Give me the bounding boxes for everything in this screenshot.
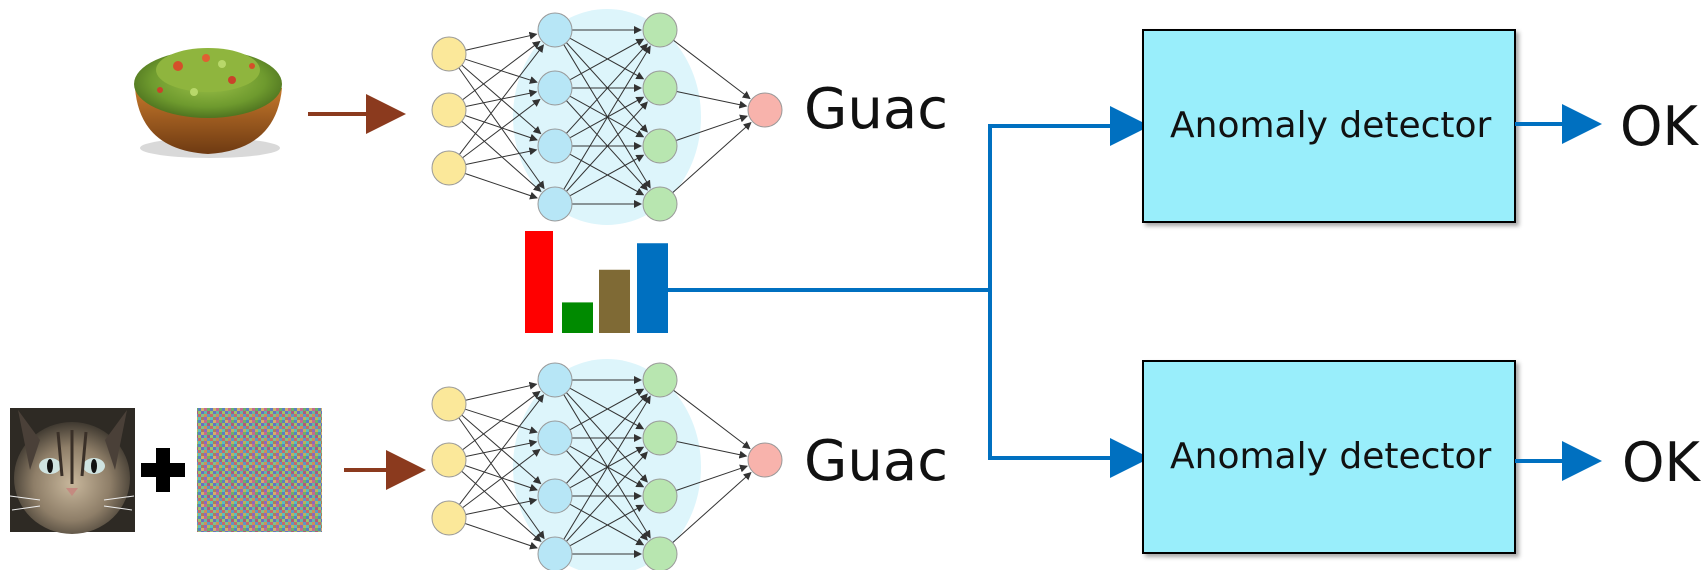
network-edge	[462, 40, 541, 101]
network-edge	[566, 450, 648, 541]
noise-image	[197, 408, 322, 532]
hidden-node-layer2	[642, 12, 678, 48]
network-edge	[462, 98, 541, 159]
network-edge	[569, 503, 645, 546]
activation-bar	[599, 269, 630, 333]
network-edge	[566, 451, 648, 542]
input-node	[431, 150, 467, 186]
network-edge	[465, 381, 538, 401]
guacamole-image	[134, 48, 282, 158]
hidden-node-layer2	[642, 186, 678, 222]
activation-bar	[637, 243, 668, 333]
network-edge	[673, 389, 751, 450]
network-edge	[464, 522, 538, 550]
network-edge	[569, 38, 645, 81]
anomaly-detector-box-top	[1142, 29, 1516, 223]
network-edge	[672, 122, 752, 194]
network-edge	[569, 37, 645, 80]
network-output-label-top: Guac	[804, 77, 948, 142]
network-edge	[464, 464, 538, 492]
input-node	[431, 500, 467, 536]
input-node	[431, 92, 467, 128]
network-edge	[566, 101, 648, 192]
network-edge	[675, 114, 748, 141]
network-edge	[569, 154, 645, 197]
network-edge	[462, 390, 541, 451]
network-edge	[569, 387, 645, 430]
hidden-node-layer1	[537, 186, 573, 222]
network-edge	[676, 90, 748, 109]
network-edge	[676, 440, 748, 459]
hidden-node-layer1	[537, 536, 573, 570]
network-edge	[672, 472, 752, 544]
network-edges	[458, 26, 752, 208]
activation-bar	[525, 231, 553, 333]
network-edge	[566, 393, 648, 484]
network-edge	[566, 100, 648, 191]
network-edge	[458, 44, 545, 155]
anomaly-detector-box-bottom	[1142, 360, 1516, 554]
network-edges	[458, 376, 752, 558]
hidden-node-layer2	[642, 128, 678, 164]
network-edge	[563, 45, 651, 190]
activation-connector	[668, 106, 1150, 478]
hidden-node-layer2	[642, 536, 678, 570]
network-edge	[464, 114, 538, 142]
output-node	[747, 442, 783, 478]
network-edge	[569, 95, 645, 138]
network-edge	[566, 43, 648, 134]
network-edge	[569, 388, 645, 431]
network-edge	[465, 31, 538, 51]
network-edge	[465, 89, 538, 108]
hidden-node-layer2	[642, 70, 678, 106]
hidden-node-layer1	[537, 70, 573, 106]
output-node	[747, 92, 783, 128]
neural-network-bottom	[431, 359, 783, 570]
input-node	[431, 386, 467, 422]
network-edge	[675, 464, 748, 491]
cat-image	[9, 408, 135, 534]
hidden-node-layer2	[642, 420, 678, 456]
plus-icon	[141, 448, 185, 492]
network-edge	[465, 439, 538, 458]
result-label-top: OK	[1620, 95, 1698, 158]
network-edge	[569, 504, 645, 547]
network-edge	[462, 448, 541, 509]
network-edge	[563, 395, 651, 540]
network-edge	[465, 147, 538, 166]
network-edge	[461, 120, 542, 193]
network-edge	[673, 39, 751, 100]
anomaly-detector-label-bottom: Anomaly detector	[1170, 436, 1492, 477]
network-edge	[569, 153, 645, 196]
hidden-node-layer1	[537, 420, 573, 456]
activation-bar	[562, 302, 593, 333]
hidden-node-layer1	[537, 128, 573, 164]
network-edge	[465, 497, 538, 516]
input-node	[431, 36, 467, 72]
hidden-node-layer2	[642, 362, 678, 398]
network-edge	[458, 394, 545, 505]
network-edge	[569, 445, 645, 488]
hidden-node-layer1	[537, 362, 573, 398]
network-edge	[464, 172, 538, 200]
anomaly-detector-label-top: Anomaly detector	[1170, 105, 1492, 146]
hidden-node-layer2	[642, 478, 678, 514]
hidden-layer-halo	[513, 359, 701, 570]
network-output-label-bottom: Guac	[804, 429, 948, 494]
activation-bar-chart	[525, 231, 668, 333]
neural-network-top	[431, 9, 783, 225]
hidden-node-layer1	[537, 12, 573, 48]
result-label-bottom: OK	[1622, 431, 1700, 494]
hidden-node-layer1	[537, 478, 573, 514]
input-node	[431, 442, 467, 478]
network-edge	[461, 470, 542, 543]
